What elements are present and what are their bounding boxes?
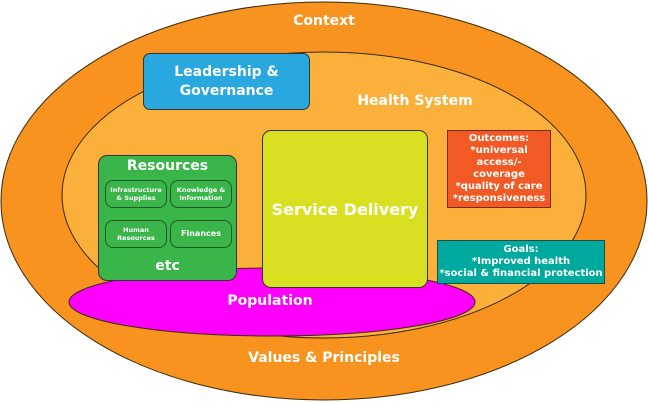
outcomes-line: coverage	[473, 169, 525, 180]
resources-etc: etc	[155, 258, 180, 274]
goals-line: *social & financial protection	[439, 268, 603, 279]
leadership-line2: Governance	[179, 82, 274, 99]
resource-line: & Supplies	[116, 194, 156, 202]
resources-box: Resources Infrastructure& Supplies Knowl…	[98, 155, 237, 281]
context-label: Context	[293, 13, 355, 29]
population-label: Population	[227, 293, 313, 309]
resource-knowledge: Knowledge &Information	[170, 180, 232, 208]
goals-line: *Improved health	[471, 256, 571, 267]
outcomes-line: *quality of care	[455, 181, 543, 192]
resource-finances: Finances	[170, 220, 232, 248]
leadership-line1: Leadership &	[174, 63, 279, 80]
values-principles-label: Values & Principles	[248, 350, 400, 366]
outcomes-line: *responsiveness	[452, 193, 546, 204]
resources-title: Resources	[126, 158, 209, 174]
goals-title: Goals:	[503, 244, 539, 255]
health-system-label: Health System	[357, 93, 473, 109]
outcomes-title: Outcomes:	[468, 133, 530, 144]
outcomes-box: Outcomes: *universal access/- coverage *…	[447, 130, 551, 208]
resource-infrastructure: Infrastructure& Supplies	[105, 180, 167, 208]
service-delivery-label: Service Delivery	[271, 199, 419, 219]
resource-line: Human	[123, 226, 149, 234]
service-delivery-box: Service Delivery	[262, 130, 428, 288]
goals-box: Goals: *Improved health *social & financ…	[437, 240, 605, 284]
resource-line: Information	[179, 194, 223, 202]
leadership-governance-box: Leadership & Governance	[143, 53, 310, 110]
resource-line: Infrastructure	[110, 186, 162, 194]
resource-line: Knowledge &	[176, 186, 226, 194]
outcomes-line: *universal access/-	[470, 145, 528, 168]
resource-line: Resources	[117, 234, 155, 242]
resource-line: Finances	[181, 229, 221, 238]
